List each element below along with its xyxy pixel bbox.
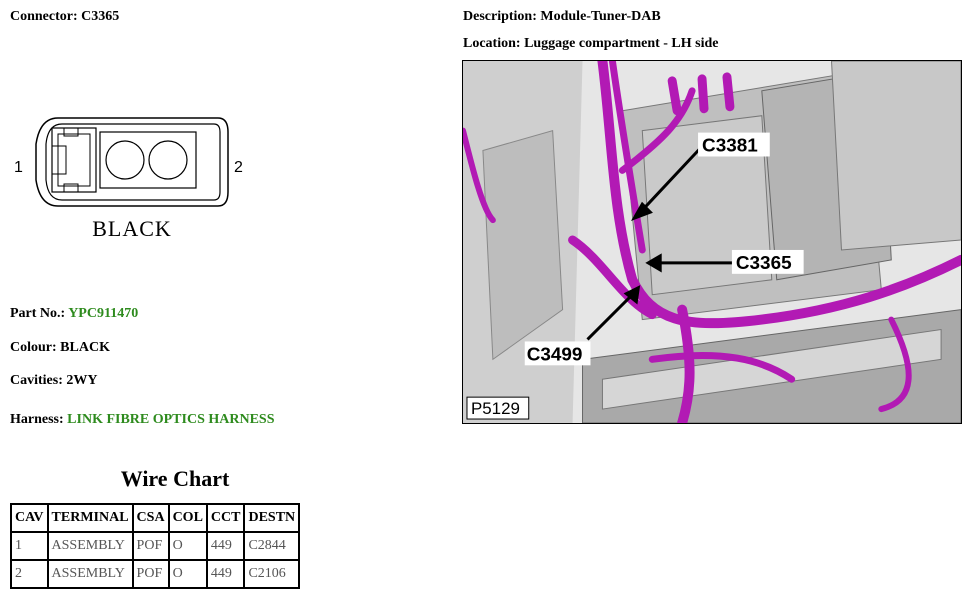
cell-destn: C2844 bbox=[243, 531, 301, 561]
cell-col: O bbox=[167, 531, 208, 561]
cell-cav: 2 bbox=[10, 559, 49, 589]
cell-cct: 449 bbox=[205, 531, 246, 561]
description-line: Description: Module-Tuner-DAB bbox=[463, 9, 661, 25]
header-destn: DESTN bbox=[243, 503, 301, 533]
header-terminal: TERMINAL bbox=[46, 503, 134, 533]
part-number-line: Part No.: YPC911470 bbox=[10, 306, 138, 322]
header-cav: CAV bbox=[10, 503, 49, 533]
location-photo: C3381 C3365 C3499 P5129 bbox=[462, 60, 962, 424]
harness-line: Harness: LINK FIBRE OPTICS HARNESS bbox=[10, 412, 275, 428]
harness-label: Harness: bbox=[10, 412, 64, 427]
connector-label: Connector: bbox=[10, 9, 78, 24]
cell-terminal: ASSEMBLY bbox=[46, 559, 134, 589]
cell-destn: C2106 bbox=[243, 559, 301, 589]
callout-c3381: C3381 bbox=[702, 136, 758, 157]
wire-chart-header-row: CAV TERMINAL CSA COL CCT DESTN bbox=[10, 503, 301, 533]
location-label: Location: bbox=[463, 36, 521, 51]
connector-color-caption: BLACK bbox=[92, 216, 172, 241]
cell-cav: 1 bbox=[10, 531, 49, 561]
connector-line: Connector: C3365 bbox=[10, 9, 119, 25]
wire-chart-table: CAV TERMINAL CSA COL CCT DESTN 1 ASSEMBL… bbox=[10, 503, 301, 589]
part-number-link[interactable]: YPC911470 bbox=[68, 306, 139, 321]
part-number-label: Part No.: bbox=[10, 306, 66, 321]
cell-csa: POF bbox=[131, 531, 170, 561]
photo-reference: P5129 bbox=[471, 399, 520, 418]
cavities-line: Cavities: 2WY bbox=[10, 373, 98, 389]
colour-label: Colour: bbox=[10, 340, 57, 355]
connector-face-diagram: 1 2 BLACK bbox=[14, 117, 243, 241]
colour-line: Colour: BLACK bbox=[10, 340, 110, 356]
cell-csa: POF bbox=[131, 559, 170, 589]
header-cct: CCT bbox=[205, 503, 246, 533]
description-label: Description: bbox=[463, 9, 537, 24]
header-col: COL bbox=[167, 503, 208, 533]
header-csa: CSA bbox=[131, 503, 170, 533]
pin-1-label: 1 bbox=[14, 159, 23, 176]
cell-terminal: ASSEMBLY bbox=[46, 531, 134, 561]
pin-2-label: 2 bbox=[234, 159, 243, 176]
connector-value: C3365 bbox=[81, 9, 120, 24]
callout-c3499: C3499 bbox=[527, 344, 583, 365]
wire-chart-title: Wire Chart bbox=[120, 466, 230, 491]
callout-c3365: C3365 bbox=[736, 253, 792, 274]
cavities-label: Cavities: bbox=[10, 373, 63, 388]
location-line: Location: Luggage compartment - LH side bbox=[463, 36, 719, 52]
cell-cct: 449 bbox=[205, 559, 246, 589]
table-row: 1 ASSEMBLY POF O 449 C2844 bbox=[10, 531, 301, 561]
location-value: Luggage compartment - LH side bbox=[524, 36, 719, 51]
harness-link[interactable]: LINK FIBRE OPTICS HARNESS bbox=[67, 412, 275, 427]
cavities-value: 2WY bbox=[66, 373, 98, 388]
table-row: 2 ASSEMBLY POF O 449 C2106 bbox=[10, 559, 301, 589]
cell-col: O bbox=[167, 559, 208, 589]
colour-value: BLACK bbox=[60, 340, 110, 355]
description-value: Module-Tuner-DAB bbox=[540, 9, 661, 24]
